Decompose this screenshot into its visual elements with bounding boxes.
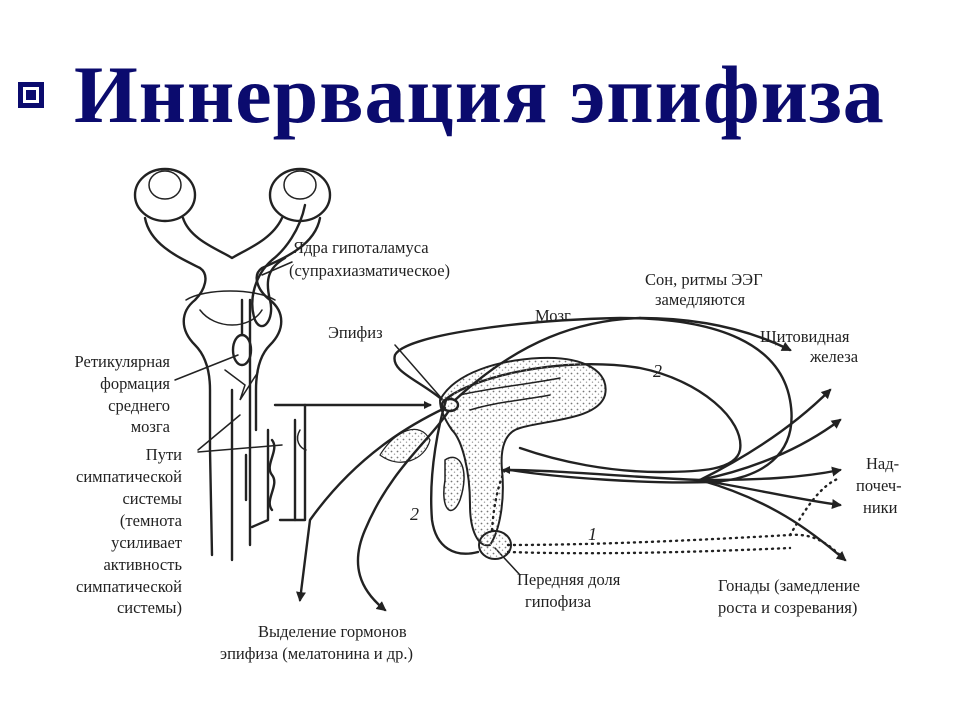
square-bullet-icon (18, 82, 44, 108)
paths-label-2: симпатической (76, 467, 182, 486)
reticular-label-4: мозга (131, 417, 171, 436)
reticular-formation (224, 298, 259, 547)
page-title: Иннервация эпифиза (74, 49, 885, 140)
pathway-number-2-left: 2 (410, 504, 419, 524)
thyroid-label-2: железа (809, 347, 859, 366)
pathway-1 (490, 468, 847, 562)
reticular-label-1: Ретикулярная (75, 352, 171, 371)
sleep-label-1: Сон, ритмы ЭЭГ (645, 270, 763, 289)
epiphysis-body (379, 356, 607, 560)
adrenal-label-2: почеч- (856, 476, 902, 495)
paths-label-3: системы (122, 489, 182, 508)
adrenal-label-1: Над- (866, 454, 899, 473)
pathway-number-2-top: 2 (653, 361, 662, 381)
paths-label-5: усиливает (111, 533, 182, 552)
reticular-label-2: формация (100, 374, 170, 393)
output-arrows (296, 316, 847, 612)
diagram-labels: Ядра гипоталамуса (супрахиазматическое) … (75, 238, 902, 663)
pointer-lines (174, 261, 521, 576)
gonads-label-1: Гонады (замедление (718, 576, 860, 595)
sleep-label-2: замедляются (655, 290, 745, 309)
pituitary-label-1: Передняя доля (517, 570, 621, 589)
paths-label-6: активность (103, 555, 182, 574)
hormones-label-2: эпифиза (мелатонина и др.) (220, 644, 413, 663)
hypothalamus-label-1: Ядра гипоталамуса (293, 238, 429, 257)
epiphysis-label: Эпифиз (328, 323, 383, 342)
pituitary-label-2: гипофиза (525, 592, 592, 611)
reticular-label-3: среднего (108, 396, 170, 415)
eyes (133, 167, 332, 223)
brain-label: Мозг (535, 306, 571, 325)
hypothalamus-label-2: (супрахиазматическое) (289, 261, 450, 280)
pathway-number-1: 1 (588, 524, 597, 544)
left-eye (133, 167, 197, 223)
paths-label-8: системы) (117, 598, 182, 617)
spinal-cord (230, 388, 432, 562)
hypothalamus-path (251, 203, 307, 328)
gonads-label-2: роста и созревания) (718, 598, 857, 617)
adrenal-label-3: ники (863, 498, 898, 517)
right-eye (268, 167, 332, 223)
title-block: Иннервация эпифиза (18, 40, 885, 150)
paths-label-7: симпатической (76, 577, 182, 596)
paths-label-4: (темнота (120, 511, 183, 530)
hormones-label-1: Выделение гормонов (258, 622, 407, 641)
paths-label-1: Пути (146, 445, 182, 464)
thyroid-label-1: Щитовидная (760, 327, 850, 346)
